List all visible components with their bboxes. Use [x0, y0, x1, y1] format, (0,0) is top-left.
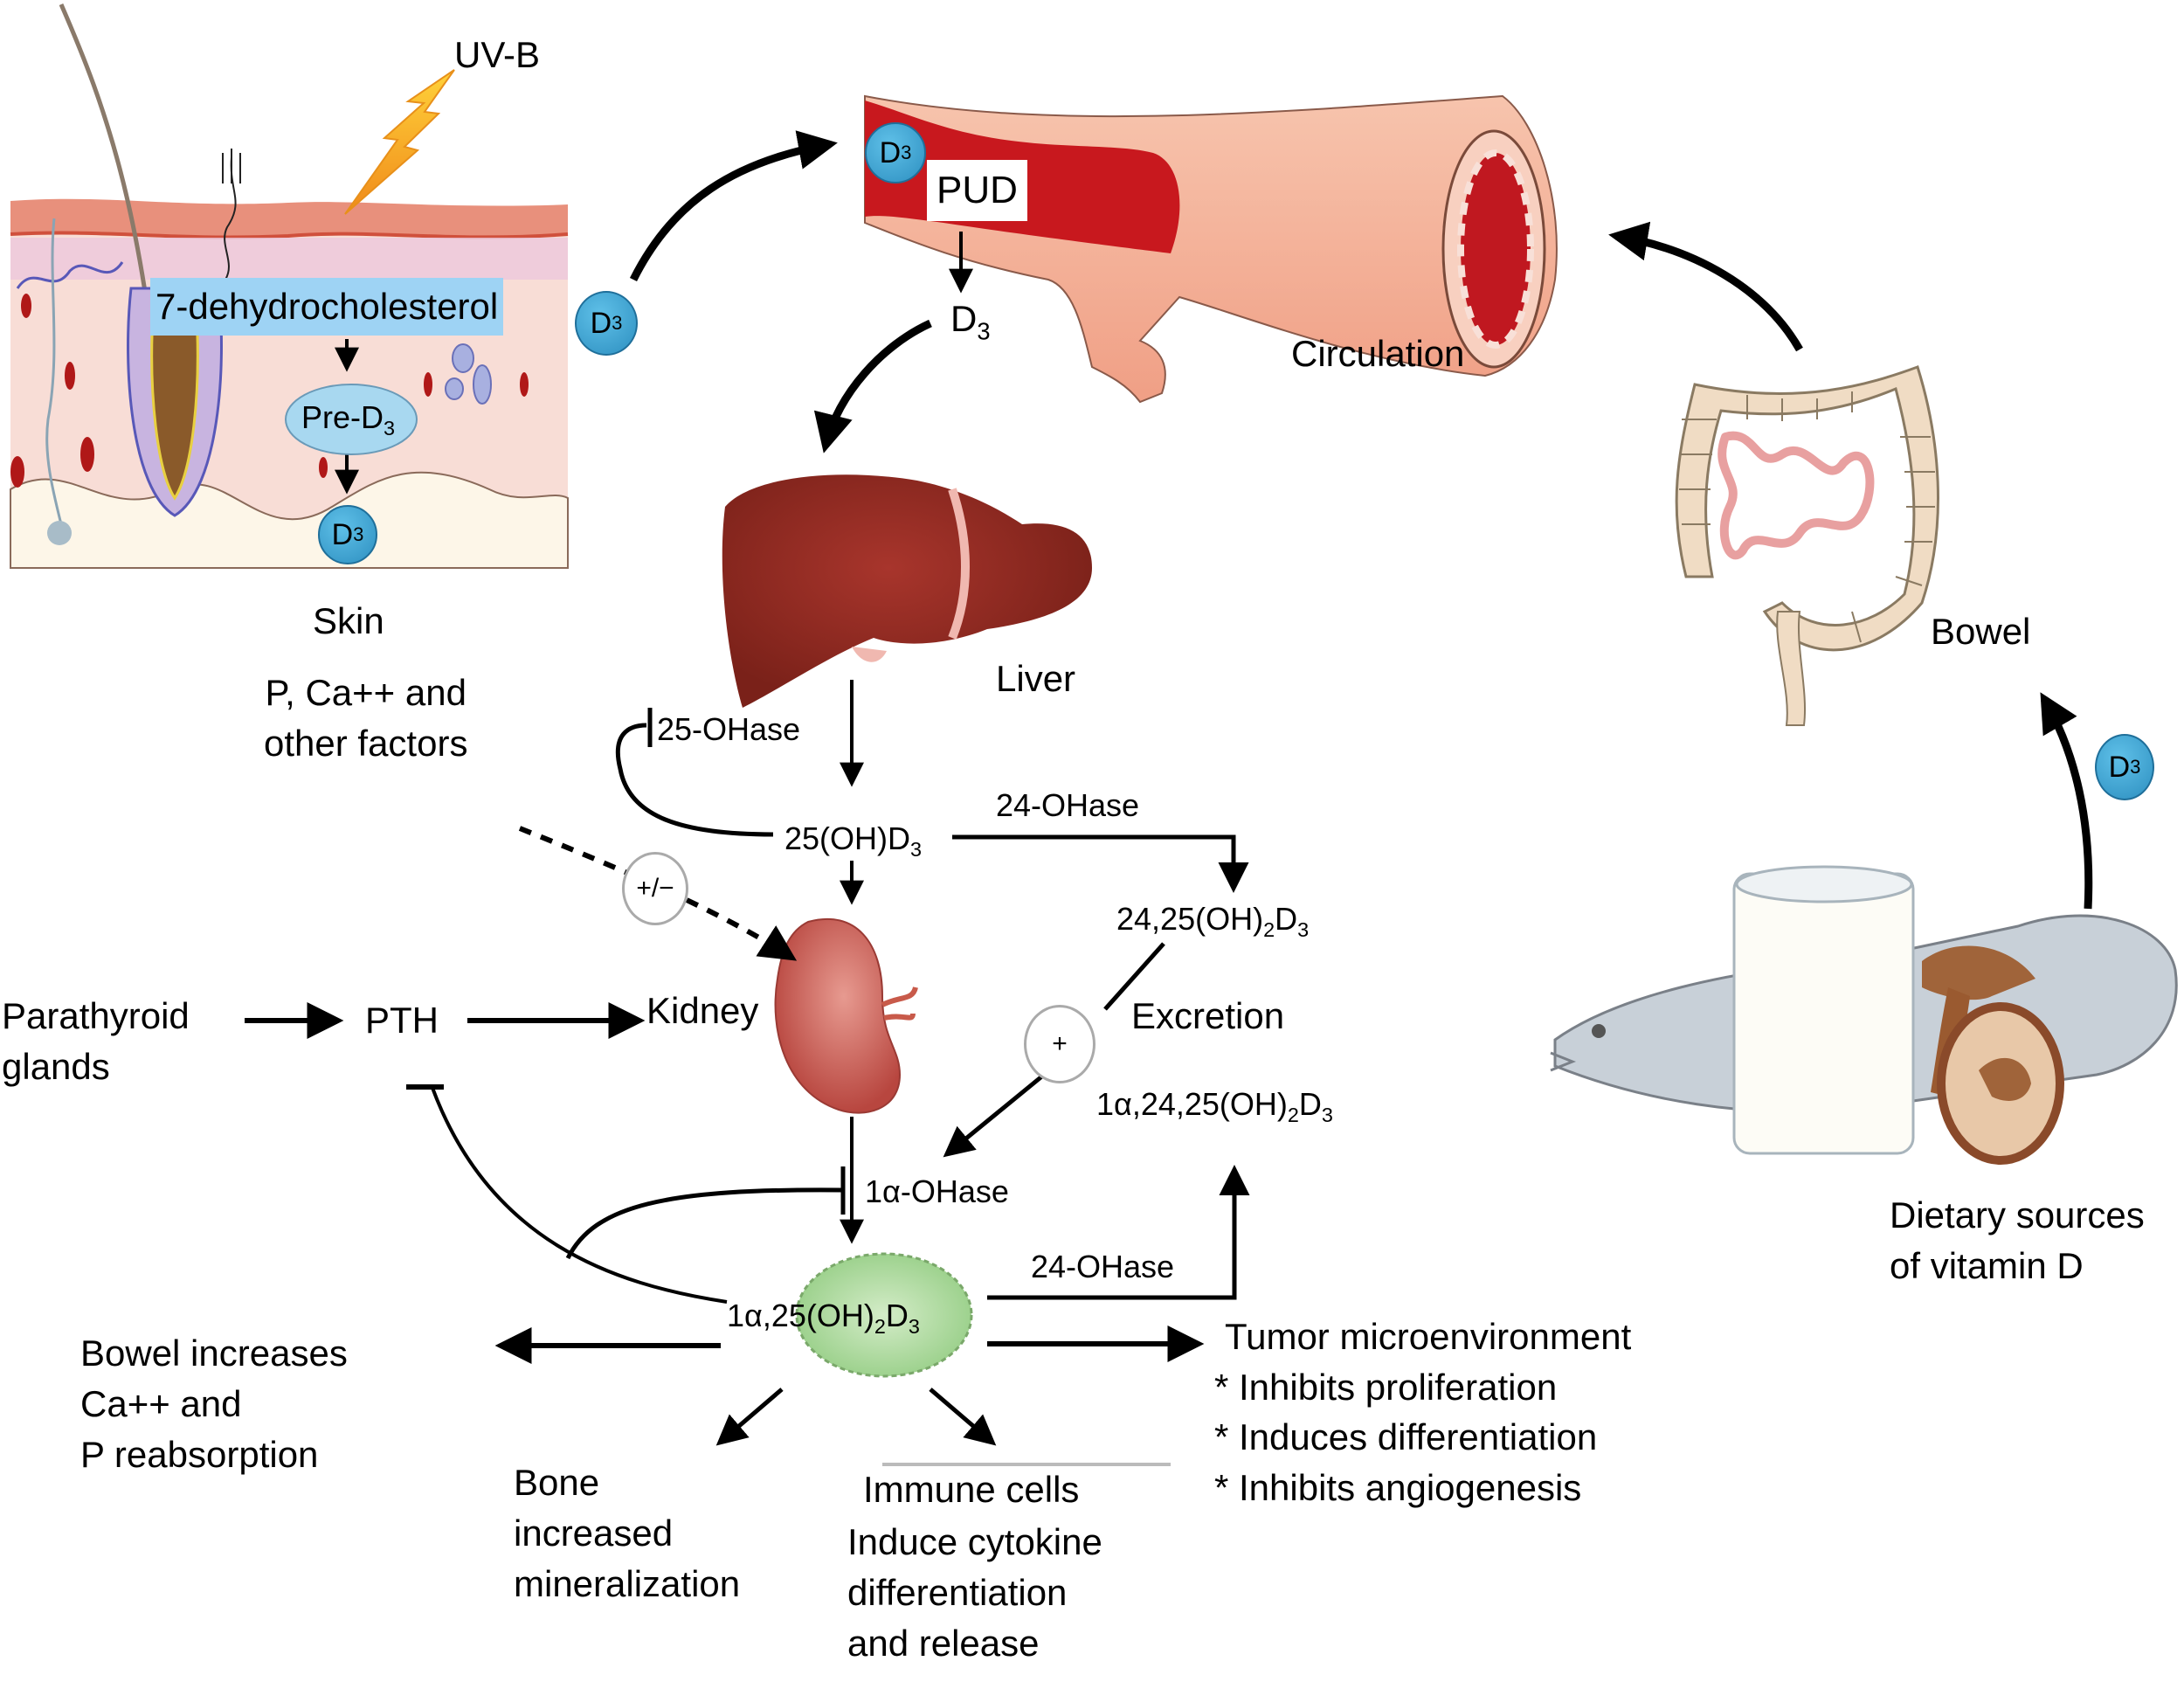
uvb-bolt-icon: [344, 69, 455, 215]
active-vitamin-d-label: 1α,25(OH)2D3: [727, 1298, 920, 1339]
skin-epidermis: [10, 198, 568, 238]
pre-d3-label: Pre-D3: [301, 398, 395, 440]
dietary-sources-illustration: [1550, 865, 2178, 1165]
tumor-item: * Inhibits angiogenesis: [1214, 1467, 1582, 1508]
pth-label: PTH: [365, 1000, 439, 1041]
effect-bowel-label: Bowel increases Ca++ and P reabsorption: [80, 1332, 348, 1475]
inhibit-25ohase-feedback: [615, 723, 774, 837]
stimulation-sign: +: [1024, 1005, 1095, 1083]
24-25-oh2-d3-label: 24,25(OH)2D3: [1116, 901, 1310, 942]
kidney: [774, 917, 902, 1114]
arrow-active-to-1a-24-25: [987, 1165, 1250, 1300]
parathyroid-label: Parathyroid glands: [2, 995, 190, 1087]
factors-label: P, Ca++ and other factors: [264, 672, 468, 764]
pud-box: PUD: [927, 160, 1027, 221]
liver-label: Liver: [996, 658, 1076, 699]
skin-papillary-layer: [10, 238, 568, 280]
tumor-item: * Induces differentiation: [1214, 1416, 1598, 1457]
inhibit-active-to-pth: [431, 1087, 728, 1304]
25-oh-d3-label: 25(OH)D3: [784, 820, 923, 862]
liver-illustration: [722, 474, 1092, 708]
kidney-label: Kidney: [646, 990, 759, 1031]
tumor-item: * Inhibits proliferation: [1214, 1367, 1558, 1408]
modulation-sign: +/−: [622, 852, 688, 925]
inhibit-active-to-1aohase: [565, 1187, 844, 1260]
arrow-25ohd3-to-24-25: [952, 834, 1249, 893]
kidney-illustration: [774, 917, 918, 1114]
circulation-label: Circulation: [1291, 333, 1465, 374]
active-vitamin-d-ellipse: [795, 1252, 973, 1378]
1a-24-25-oh2-d3-label: 1α,24,25(OH)2D3: [1096, 1086, 1333, 1127]
1a-ohase-label: 1α-OHase: [865, 1173, 1009, 1209]
rectum: [1776, 611, 1807, 726]
excretion-label: Excretion: [1131, 995, 1285, 1036]
24-ohase-lower-label: 24-OHase: [1031, 1249, 1175, 1284]
skin-label: Skin: [313, 600, 384, 641]
pre-d3-subscript: 3: [384, 417, 396, 440]
small-intestine: [1717, 431, 1875, 560]
arrow-bowel-to-circulation: [1608, 221, 1803, 352]
sebaceous-gland: [445, 343, 492, 405]
arrow-active-to-immune: [929, 1388, 997, 1446]
immune-cells-body: Induce cytokine differentiation and rele…: [847, 1521, 1102, 1664]
liver: [722, 474, 1092, 708]
pre-d3-ellipse: [285, 384, 418, 455]
pathway-arrows: [245, 130, 2093, 1466]
skin-capillaries: [10, 294, 529, 488]
24-ohase-upper-label: 24-OHase: [996, 787, 1140, 823]
dietary-sources-label: Dietary sources of vitamin D: [1890, 1194, 2145, 1286]
arrow-plus-to-1aohase: [943, 1073, 1046, 1158]
7-dehydrocholesterol-box: 7-dehydrocholesterol: [150, 278, 504, 336]
mushroom-cap: [1922, 945, 2035, 1000]
uvb-label: UV-B: [454, 34, 541, 75]
arrow-circulation-to-liver: [813, 319, 932, 453]
arrow-active-to-bone: [715, 1388, 784, 1446]
d3-released-label: D3: [950, 298, 991, 345]
bowel-label: Bowel: [1931, 611, 2031, 652]
arrow-diet-to-bowel: [2040, 692, 2093, 910]
tumor-title: Tumor microenvironment: [1225, 1316, 1632, 1357]
25-ohase-label: 25-OHase: [657, 711, 801, 747]
immune-cells-title: Immune cells: [863, 1469, 1080, 1510]
pre-d3-main: Pre-D: [301, 399, 384, 435]
arrow-24-25-excretion-line: [1103, 942, 1165, 1011]
milk-glass: [1732, 872, 1915, 1155]
large-intestine: [1675, 365, 1939, 652]
arrow-skin-to-circulation: [629, 130, 838, 282]
skin-subcutis: [10, 471, 569, 569]
bowel-illustration: [1675, 365, 1939, 726]
sweat-duct: [45, 218, 63, 525]
effect-bone-label: Bone increased mineralization: [514, 1462, 741, 1604]
